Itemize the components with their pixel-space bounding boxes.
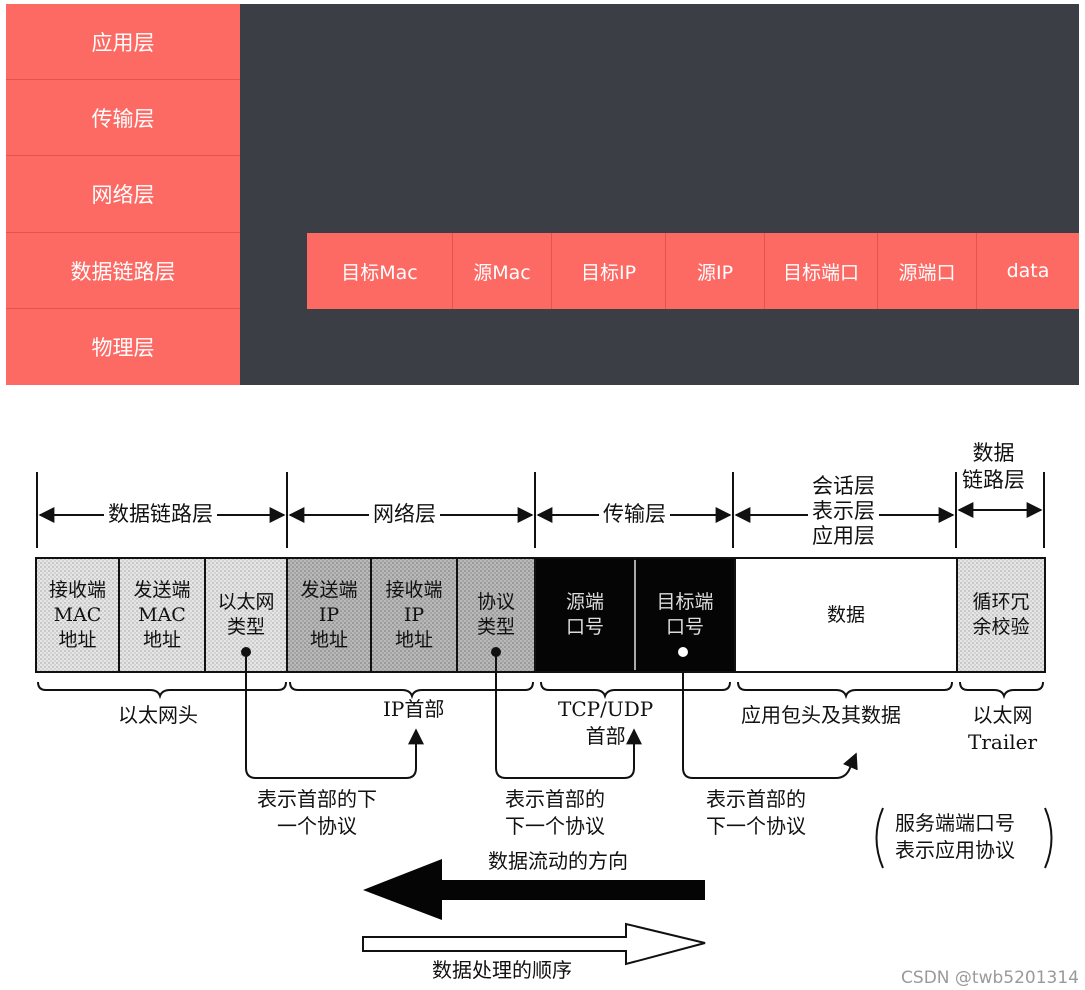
field-label: 源端口: [898, 261, 956, 284]
label-tcp-udp-header: TCP/UDP 首部: [558, 697, 654, 748]
field-label: 目标Mac: [341, 261, 418, 284]
note-server-port: 服务端端口号 表示应用协议: [895, 811, 1015, 862]
field-dest-mac: 目标Mac: [307, 233, 453, 309]
box-src-port: 源端 口号: [565, 591, 604, 638]
header-data-link: 数据链路层: [104, 501, 217, 527]
diagram-lines: [35, 472, 1053, 966]
layer-label: 物理层: [91, 336, 155, 360]
box-crc: 循环冗 余校验: [972, 591, 1030, 638]
field-label: 目标IP: [580, 261, 637, 284]
label-ethernet-header: 以太网头: [118, 703, 198, 727]
note-next-protocol-1: 表示首部的下 一个协议: [257, 787, 377, 838]
watermark: CSDN @twb5201314: [901, 968, 1079, 988]
note-next-protocol-2: 表示首部的 下一个协议: [505, 787, 605, 838]
label-ethernet-trailer: 以太网 Trailer: [968, 703, 1038, 754]
flow-arrows: [362, 859, 706, 966]
next-protocol-pointers: [241, 647, 858, 779]
label-ip-header: IP首部: [383, 697, 445, 721]
label-data-processing-order: 数据处理的顺序: [432, 958, 572, 982]
field-src-mac: 源Mac: [453, 233, 552, 309]
header-session-presentation-application: 会话层 表示层 应用层: [808, 474, 879, 549]
box-dest-mac: 接收端 MAC 地址: [48, 578, 106, 651]
frame-fields-row: 目标Mac 源Mac 目标IP 源IP 目标端口 源端口 data: [307, 233, 1079, 309]
note-next-protocol-3: 表示首部的 下一个协议: [706, 787, 806, 838]
header-data-link-trailer: 数据 链路层: [962, 441, 1025, 492]
layer-label: 传输层: [91, 106, 155, 131]
field-box-fills: [35, 557, 1046, 673]
field-src-ip: 源IP: [666, 233, 765, 309]
layer-label: 应用层: [91, 30, 155, 55]
group-braces: [37, 681, 1044, 700]
box-protocol-type: 协议 类型: [476, 591, 515, 638]
layer-separators: [36, 472, 1045, 548]
label-app-data: 应用包头及其数据: [741, 703, 901, 727]
field-dest-port: 目标端口: [765, 233, 878, 309]
field-label: data: [1006, 260, 1050, 282]
box-ether-type: 以太网 类型: [217, 591, 275, 638]
box-src-mac: 发送端 MAC 地址: [133, 578, 191, 651]
layer-column: 应用层 传输层 网络层 数据链路层 物理层: [6, 4, 240, 385]
field-dest-ip: 目标IP: [552, 233, 666, 309]
layer-physical: 物理层: [6, 309, 240, 385]
layer-application: 应用层: [6, 4, 240, 80]
box-dest-port: 目标端 口号: [656, 591, 714, 638]
box-data: 数据: [826, 603, 865, 626]
field-src-port: 源端口: [878, 233, 977, 309]
field-label: 源IP: [696, 261, 734, 284]
field-data: data: [977, 233, 1079, 309]
field-label: 源Mac: [473, 261, 531, 284]
box-dest-ip: 接收端 IP 地址: [385, 578, 443, 651]
layer-network: 网络层: [6, 156, 240, 233]
layer-data-link: 数据链路层: [6, 233, 240, 309]
note-parentheses: [875, 807, 1053, 869]
layer-label: 网络层: [91, 183, 155, 207]
header-transport: 传输层: [599, 501, 670, 527]
label-data-flow-direction: 数据流动的方向: [488, 849, 628, 873]
packet-diagram: 数据链路层 网络层 传输层 会话层 表示层 应用层 数据 链路层 接收端 MAC…: [0, 390, 1085, 990]
field-label: 目标端口: [782, 261, 859, 284]
header-network: 网络层: [369, 501, 440, 527]
layer-transport: 传输层: [6, 80, 240, 156]
layer-label: 数据链路层: [70, 259, 176, 284]
box-src-ip: 发送端 IP 地址: [300, 578, 358, 651]
layer-panel: 应用层 传输层 网络层 数据链路层 物理层 目标Mac 源Mac 目标IP 源I…: [6, 4, 1079, 385]
